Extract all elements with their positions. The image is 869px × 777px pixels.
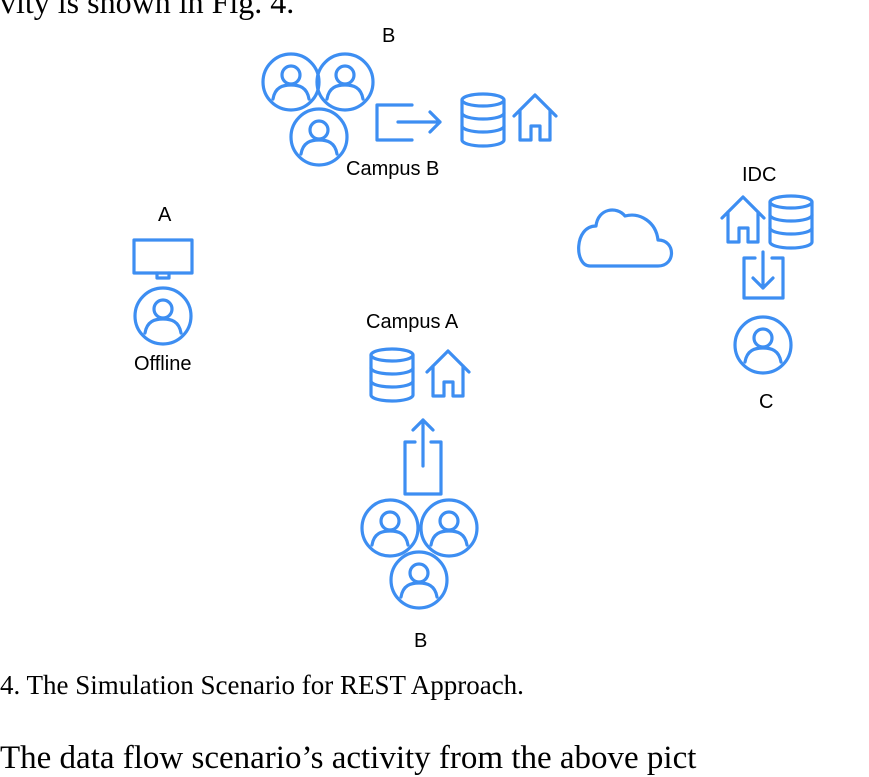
figure-caption: 4. The Simulation Scenario for REST Appr…	[0, 670, 524, 700]
home-icon	[425, 349, 471, 398]
database-icon	[460, 92, 506, 148]
database-icon	[369, 347, 415, 403]
database-icon	[768, 194, 814, 250]
user-icon	[133, 286, 193, 346]
import-arrow-icon	[742, 250, 785, 300]
label-c: C	[759, 391, 774, 413]
user-icon	[261, 52, 321, 112]
user-icon	[419, 498, 479, 558]
home-icon	[720, 195, 766, 244]
label-a: A	[158, 204, 172, 226]
monitor-icon	[132, 238, 194, 280]
label-campus-a: Campus A	[366, 311, 459, 333]
user-icon	[733, 315, 793, 375]
user-icon	[389, 550, 449, 610]
label-idc: IDC	[742, 164, 777, 186]
upload-arrow-icon	[403, 418, 443, 496]
label-offline: Offline	[134, 353, 192, 375]
export-arrow-icon	[375, 103, 442, 142]
top-text-fragment: vity is shown in Fig. 4.	[0, 0, 295, 20]
home-icon	[512, 93, 558, 142]
label-campus-b: Campus B	[346, 158, 440, 180]
label-b-top: B	[382, 25, 396, 47]
user-icon	[360, 498, 420, 558]
user-icon	[289, 107, 349, 167]
bottom-text-fragment: The data flow scenario’s activity from t…	[0, 740, 697, 776]
user-icon	[315, 52, 375, 112]
cloud-icon	[577, 208, 674, 268]
label-b-bottom: B	[414, 630, 428, 652]
